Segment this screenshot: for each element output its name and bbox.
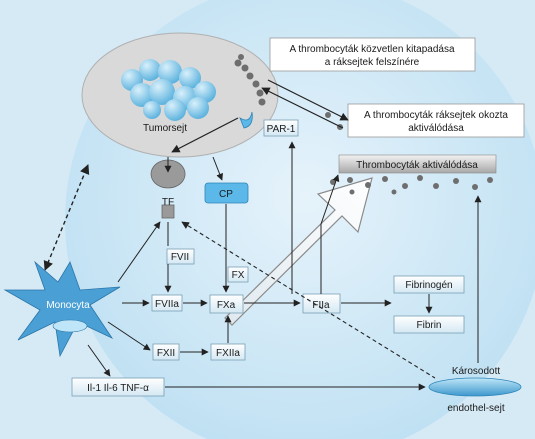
note-direct-adhesion: A thrombocyták közvetlen kitapadása a rá… <box>269 37 476 72</box>
fviia-label: FVIIa <box>155 299 179 310</box>
tf-label: TF <box>162 197 174 208</box>
cp-label: CP <box>219 189 233 200</box>
activation-big-arrow <box>224 177 373 326</box>
fibrin-label: Fibrin <box>416 320 441 331</box>
fiia-label: FIIa <box>312 300 330 311</box>
scattered-platelets <box>325 112 493 195</box>
fxiia-box: FXIIa <box>210 343 246 361</box>
fxiia-label: FXIIa <box>216 348 240 359</box>
fibrin-box: Fibrin <box>393 315 465 334</box>
fxii-box: FXII <box>152 343 180 361</box>
platelet-activation-label: Thrombocyták aktiválódása <box>356 160 478 171</box>
tumor-cell-label: Tumorsejt <box>143 123 187 134</box>
damaged-label-line2: endothel-sejt <box>447 403 504 414</box>
note1-line2: a ráksejtek felszínére <box>325 57 420 68</box>
cytokines-label: Il-1 Il-6 TNF-α <box>87 383 149 394</box>
cp-box: CP <box>204 182 249 204</box>
damaged-endothelial-cell: Károsodott endothel-sejt <box>428 366 522 414</box>
fxii-label: FXII <box>157 348 175 359</box>
fx-label: FX <box>232 270 245 281</box>
note2-line2: aktiválódása <box>408 123 464 134</box>
fvii-label: FVII <box>171 252 189 263</box>
note2-line1: A thrombocyták ráksejtek okozta <box>364 110 508 121</box>
damaged-label-line1: Károsodott <box>452 366 501 377</box>
cytokines-box: Il-1 Il-6 TNF-α <box>71 377 165 397</box>
fiia-box: FIIa <box>302 293 341 314</box>
fxa-label: FXa <box>217 300 236 311</box>
tumor-cluster <box>121 59 216 121</box>
par1-receptor-shape <box>239 111 253 129</box>
note1-line1: A thrombocyták közvetlen kitapadása <box>289 44 455 55</box>
platelet-activation-bar: Thrombocyták aktiválódása <box>338 154 497 174</box>
monocyte-cell: Monocyta <box>3 260 121 358</box>
fxa-box: FXa <box>209 294 244 314</box>
par1-box: PAR-1 <box>263 119 299 137</box>
fx-box: FX <box>227 266 249 283</box>
tumor-cell: Tumorsejt <box>81 32 279 158</box>
note-tumor-activation: A thrombocyták ráksejtek okozta aktiváló… <box>347 103 525 138</box>
fvii-box: FVII <box>166 248 195 265</box>
par1-label: PAR-1 <box>267 124 296 135</box>
fibrinogen-label: Fibrinogén <box>405 280 452 291</box>
fibrinogen-box: Fibrinogén <box>393 275 465 294</box>
tf-receptor: TF <box>150 159 186 219</box>
fviia-box: FVIIa <box>151 294 183 312</box>
monocyte-label: Monocyta <box>46 300 90 311</box>
